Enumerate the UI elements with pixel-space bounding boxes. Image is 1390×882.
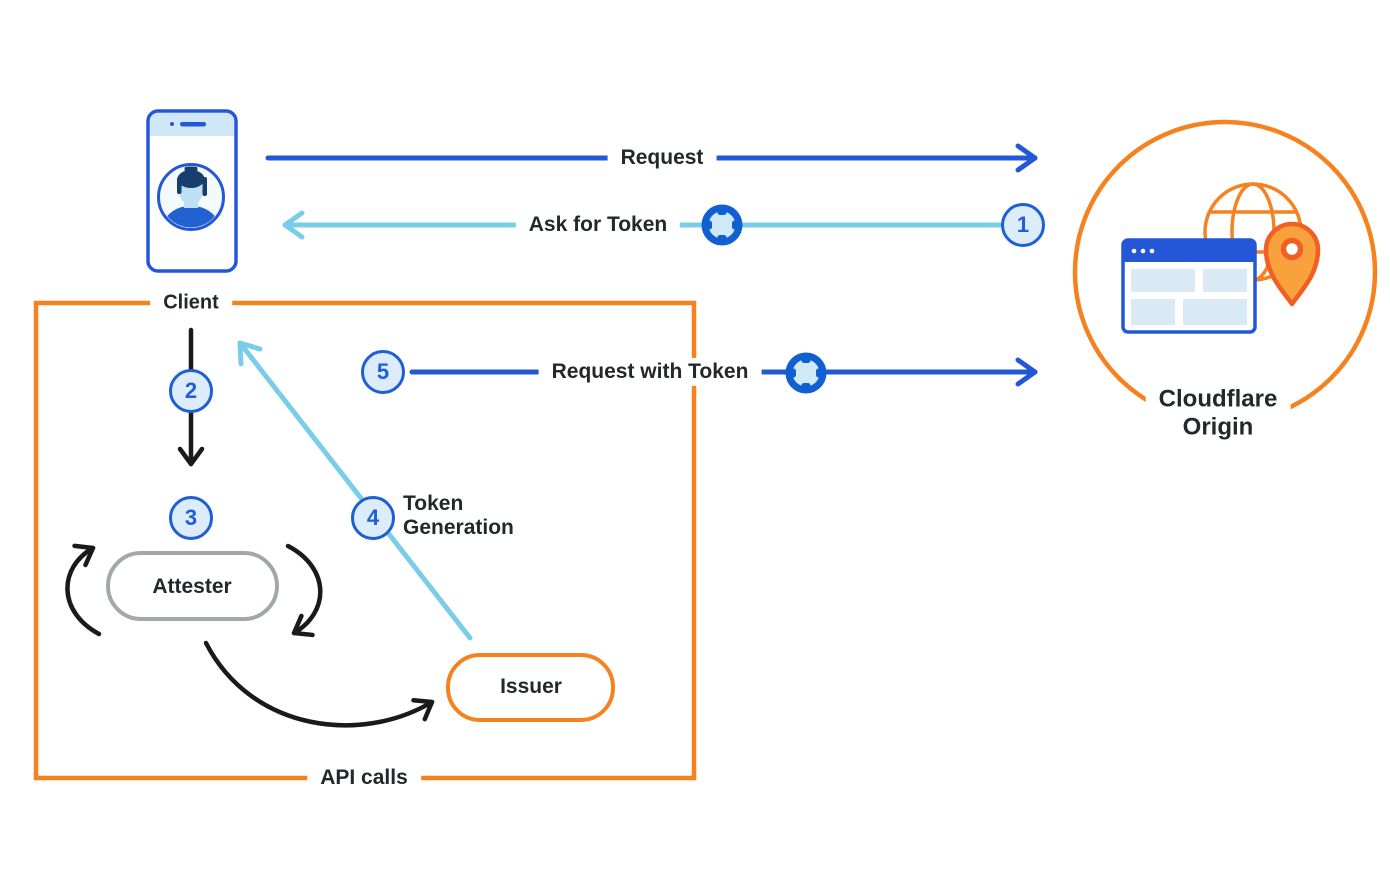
- step-badge-4: 4: [351, 496, 395, 540]
- token-generation-label: Token Generation: [403, 492, 514, 540]
- cloudflare-origin-label: Cloudflare Origin: [1145, 383, 1291, 443]
- attester-label: Attester: [152, 574, 232, 598]
- phone-speaker-bar: [180, 122, 206, 127]
- cloudflare-origin-line1: Cloudflare: [1158, 385, 1278, 413]
- attester-cycle-right-arrow: [285, 543, 323, 638]
- token-icon: [701, 204, 743, 246]
- step-badge-1: 1: [1001, 203, 1045, 247]
- token-icon: [785, 352, 827, 394]
- browser-window-icon: [1121, 238, 1257, 334]
- issuer-label: Issuer: [500, 674, 562, 698]
- phone-camera-dot: [170, 122, 174, 126]
- issuer-node: [446, 653, 615, 722]
- ask-for-token-label: Ask for Token: [515, 210, 681, 240]
- cloudflare-origin-line2: Origin: [1182, 413, 1254, 440]
- step-badge-5: 5: [361, 350, 405, 394]
- token-generation-line2: Generation: [403, 516, 514, 539]
- attester-to-issuer-arrow: [203, 640, 435, 728]
- token-generation-line1: Token: [403, 491, 464, 515]
- attester-cycle-left-arrow: [65, 543, 102, 637]
- attester-node: [106, 551, 279, 621]
- location-pin-icon: [1263, 221, 1321, 307]
- request-with-token-label: Request with Token: [538, 357, 762, 387]
- client-label: Client: [150, 289, 232, 317]
- step-badge-3: 3: [169, 496, 213, 540]
- token-generation-arrow: [237, 340, 473, 641]
- smartphone-avatar-icon: [146, 109, 238, 273]
- api-calls-label: API calls: [307, 763, 421, 793]
- request-label: Request: [607, 143, 717, 173]
- step-badge-2: 2: [169, 369, 213, 413]
